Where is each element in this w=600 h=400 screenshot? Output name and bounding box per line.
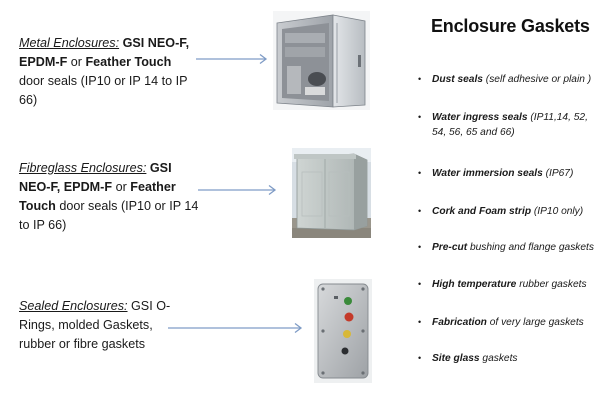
fibreglass-feather-touch: Feather Touch: [19, 180, 176, 213]
fibreglass-enclosures-label: Fibreglass Enclosures:: [19, 161, 147, 175]
item-emph: Cork and Foam strip: [432, 206, 532, 217]
item-emph: Pre-cut: [432, 242, 468, 253]
page-title: Enclosure Gaskets: [431, 16, 590, 36]
fibreglass-enclosure-photo: [292, 148, 371, 238]
item-rest: (IP11,14, 52, 54, 56, 65 and 66): [432, 112, 588, 138]
item-rest: (IP10 only): [531, 206, 584, 217]
list-item: • Fabrication of very large gaskets: [418, 315, 596, 330]
list-item: • Pre-cut bushing and flange gaskets: [418, 240, 596, 255]
arrow-to-sealed-enclosure: [168, 322, 303, 334]
item-emph: Water immersion seals: [432, 168, 543, 179]
bullet-icon: •: [418, 206, 422, 216]
item-emph: Dust seals: [432, 74, 483, 85]
arrow-to-fibreglass-enclosure: [198, 184, 277, 196]
bullet-icon: •: [418, 168, 422, 178]
bullet-icon: •: [418, 74, 422, 84]
item-rest: rubber gaskets: [516, 279, 587, 290]
metal-gsi-neo-f: GSI NEO-F,: [122, 36, 190, 50]
sealed-enclosure-photo: [314, 279, 372, 383]
fibreglass-enclosures-text: Fibreglass Enclosures: GSI NEO-F, EPDM-F…: [19, 159, 199, 235]
sealed-enclosures-label: Sealed Enclosures:: [19, 299, 128, 313]
metal-enclosures-label: Metal Enclosures:: [19, 36, 120, 50]
item-emph: Water ingress seals: [432, 112, 528, 123]
fibreglass-door-seals: door seals (IP10 or IP 14 to IP 66): [19, 199, 199, 232]
metal-feather-touch: Feather Touch: [85, 55, 172, 69]
list-item: • Water ingress seals (IP11,14, 52, 54, …: [418, 110, 596, 140]
item-emph: Site glass: [432, 353, 480, 364]
fibreglass-epdm-f: EPDM-F: [63, 180, 113, 194]
list-item: • Cork and Foam strip (IP10 only): [418, 204, 596, 219]
item-rest: bushing and flange gaskets: [467, 242, 594, 253]
bullet-icon: •: [418, 242, 422, 252]
item-rest: gaskets: [479, 353, 518, 364]
list-item: • High temperature rubber gaskets: [418, 277, 596, 292]
item-emph: High temperature: [432, 279, 517, 290]
item-rest: of very large gaskets: [486, 317, 584, 328]
bullet-icon: •: [418, 317, 422, 327]
sealed-gaskets-desc: GSI O-Rings, molded Gaskets, rubber or f…: [19, 299, 171, 351]
arrow-to-metal-enclosure: [196, 53, 268, 65]
bullet-icon: •: [418, 279, 422, 289]
list-item: • Site glass gaskets: [418, 351, 596, 366]
item-rest: (IP67): [542, 168, 574, 179]
metal-enclosures-text: Metal Enclosures: GSI NEO-F, EPDM-F or F…: [19, 34, 199, 110]
metal-epdm-f: EPDM-F: [19, 55, 68, 69]
sealed-enclosures-text: Sealed Enclosures: GSI O-Rings, molded G…: [19, 297, 179, 354]
fibreglass-or: or: [115, 180, 127, 194]
metal-or: or: [70, 55, 82, 69]
metal-enclosure-photo: [273, 11, 370, 110]
bullet-icon: •: [418, 112, 422, 122]
item-rest: (self adhesive or plain ): [482, 74, 592, 85]
list-item: • Water immersion seals (IP67): [418, 166, 596, 181]
metal-door-seals: door seals (IP10 or IP 14 to IP 66): [19, 74, 188, 107]
item-emph: Fabrication: [432, 317, 487, 328]
fibreglass-gsi-neo-f: GSI NEO-F,: [19, 161, 172, 194]
list-item: • Dust seals (self adhesive or plain ): [418, 72, 596, 87]
bullet-icon: •: [418, 353, 422, 363]
